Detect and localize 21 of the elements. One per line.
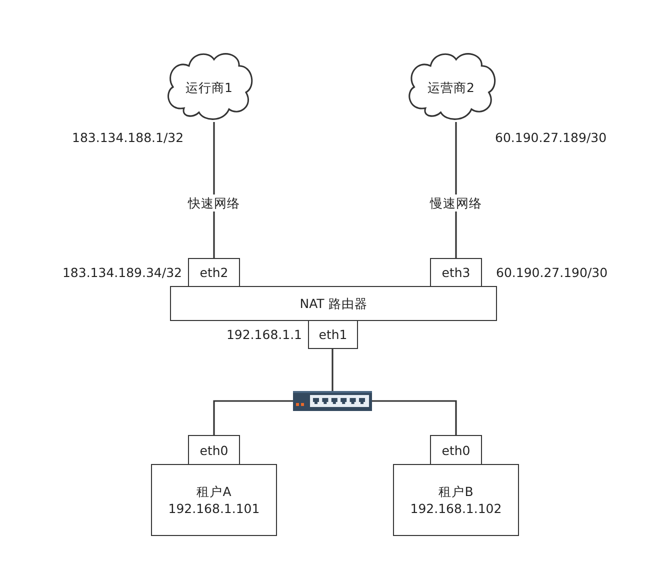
- connector-line: [213, 400, 293, 435]
- connector-line: [332, 349, 334, 391]
- edge-label: 慢速网络: [428, 194, 484, 212]
- edge-label: 快速网络: [186, 194, 242, 212]
- connector-line: [372, 400, 457, 435]
- port-box: eth2: [188, 258, 240, 287]
- port-box: eth1: [308, 320, 358, 349]
- network-switch-icon: [293, 391, 372, 411]
- port-box: eth0: [188, 435, 240, 465]
- host-box: 租户A 192.168.1.101: [151, 464, 277, 536]
- ip-address-label: 183.134.188.1/32: [72, 130, 184, 146]
- router-box: NAT 路由器: [170, 286, 497, 321]
- port-box: eth3: [430, 258, 482, 287]
- connector-line: [213, 122, 215, 258]
- ip-address-label: 192.168.1.1: [226, 326, 302, 342]
- connector-line: [455, 122, 457, 258]
- ip-address-label: 60.190.27.190/30: [496, 264, 608, 280]
- ip-address-label: 183.134.189.34/32: [62, 264, 182, 280]
- host-box: 租户B 192.168.1.102: [393, 464, 519, 536]
- port-box: eth0: [430, 435, 482, 465]
- ip-address-label: 60.190.27.189/30: [495, 130, 607, 146]
